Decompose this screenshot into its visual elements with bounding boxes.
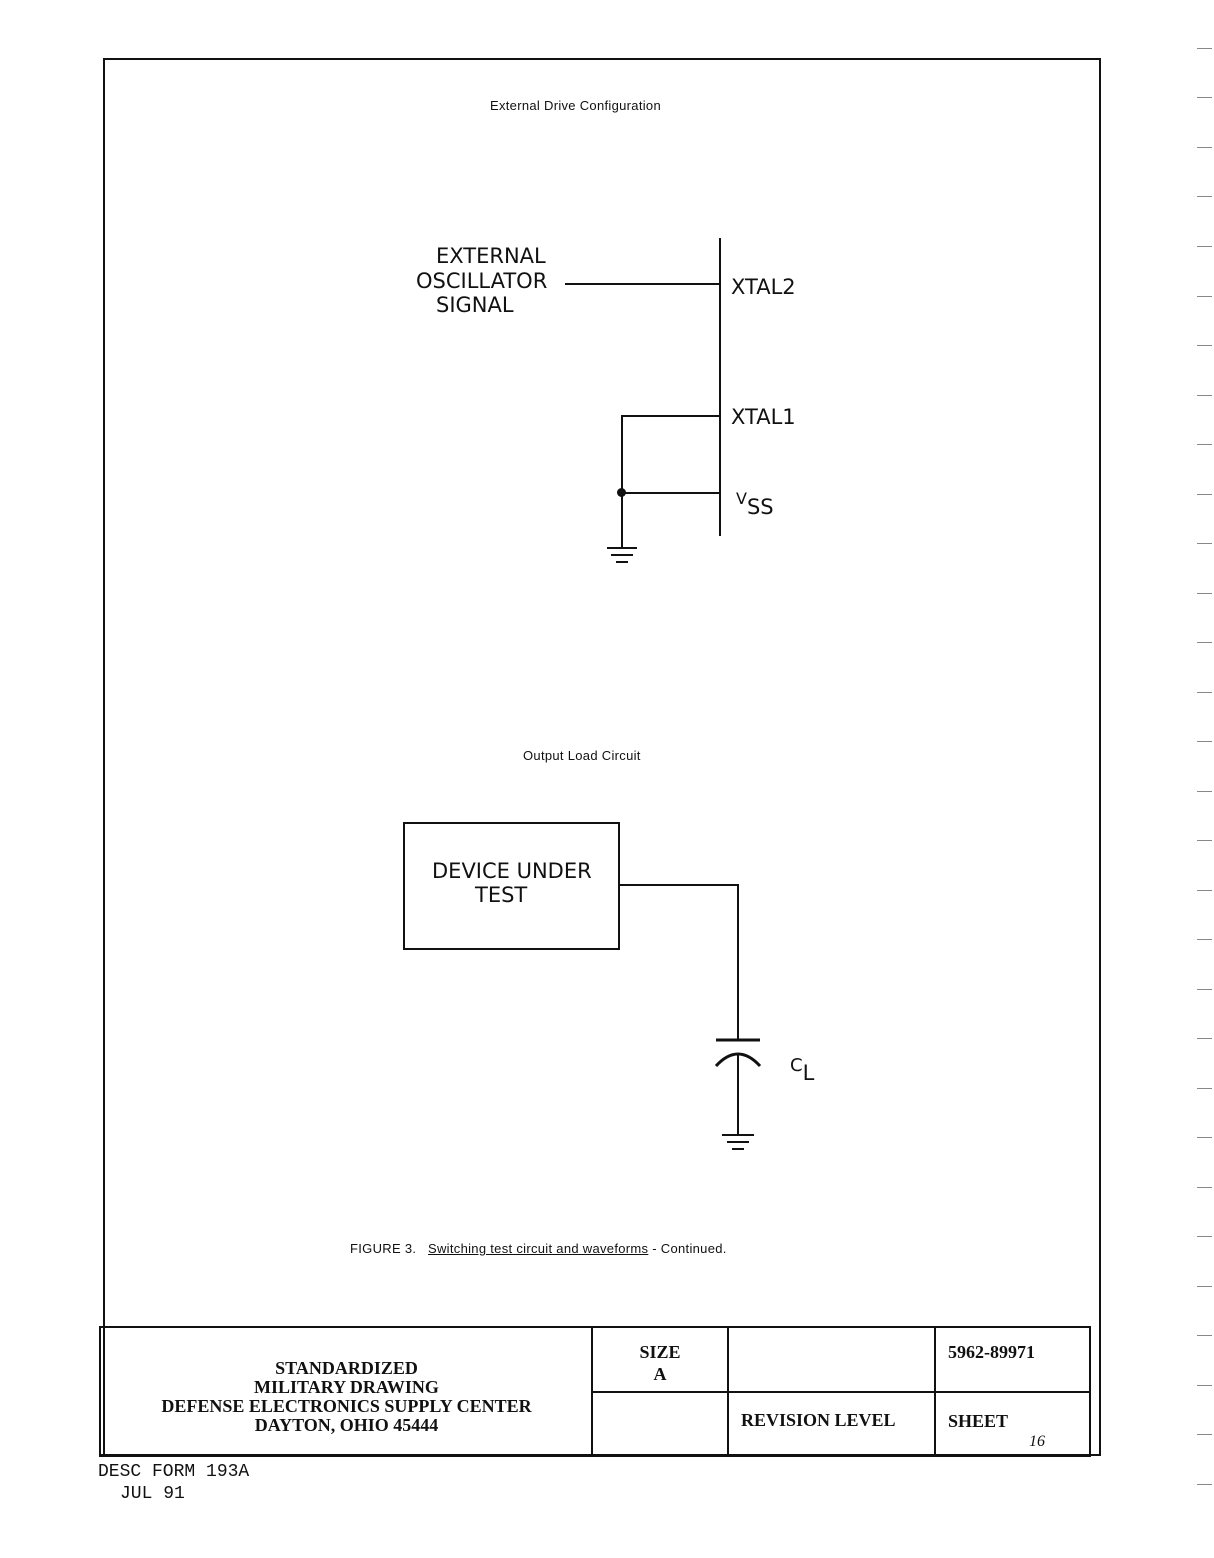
signal-label-line-2: OSCILLATOR	[416, 269, 548, 293]
size-label: SIZE	[639, 1342, 681, 1362]
caption-title: Switching test circuit and waveforms	[428, 1241, 649, 1256]
agency-line-2: MILITARY DRAWING	[254, 1377, 439, 1397]
dut-label-line-1: DEVICE UNDER	[432, 859, 592, 883]
cap-main: C	[790, 1055, 803, 1076]
vss-main: V	[736, 489, 747, 508]
drawing-number: 5962-89971	[948, 1342, 1035, 1362]
dut-label-line-2: TEST	[475, 883, 528, 907]
size-cell: SIZE A	[593, 1341, 727, 1385]
agency-line-4: DAYTON, OHIO 45444	[254, 1415, 439, 1435]
xtal2-pin-label: XTAL2	[731, 275, 796, 299]
form-date: JUL 91	[120, 1484, 185, 1504]
device-under-test-box	[403, 822, 620, 950]
form-footer: DESC FORM 193A JUL 91	[98, 1461, 249, 1505]
signal-label-line-3: SIGNAL	[436, 293, 514, 317]
agency-block: STANDARDIZED MILITARY DRAWING DEFENSE EL…	[102, 1359, 591, 1435]
caption-prefix: FIGURE 3.	[350, 1241, 417, 1256]
figure-caption: FIGURE 3. Switching test circuit and wav…	[350, 1241, 727, 1256]
size-value: A	[653, 1364, 667, 1384]
signal-label-line-1: EXTERNAL	[436, 244, 546, 268]
dut-output-wire	[619, 884, 738, 886]
vss-subscript: SS	[746, 495, 774, 519]
xtal1-wire	[621, 415, 720, 417]
xtal1-pin-label: XTAL1	[731, 405, 796, 429]
cap-subscript: L	[802, 1061, 815, 1085]
junction-dot	[617, 488, 626, 497]
sheet-number: 16	[1029, 1433, 1045, 1450]
tie-wire-vertical	[621, 415, 623, 547]
vss-pin-label: VSS	[736, 487, 774, 519]
agency-line-1: STANDARDIZED	[275, 1358, 418, 1378]
load-wire-vertical	[737, 884, 739, 1040]
vss-wire	[621, 492, 720, 494]
external-drive-title: External Drive Configuration	[490, 98, 661, 113]
oscillator-wire	[565, 283, 720, 285]
agency-line-3: DEFENSE ELECTRONICS SUPPLY CENTER	[161, 1396, 532, 1416]
load-capacitor-label: CL	[790, 1053, 814, 1085]
sheet-label: SHEET	[948, 1411, 1009, 1431]
output-load-title: Output Load Circuit	[523, 748, 641, 763]
ic-pin-bus	[719, 238, 721, 536]
revision-level-label: REVISION LEVEL	[741, 1410, 896, 1430]
form-number: DESC FORM 193A	[98, 1462, 250, 1482]
caption-suffix: - Continued.	[652, 1241, 727, 1256]
